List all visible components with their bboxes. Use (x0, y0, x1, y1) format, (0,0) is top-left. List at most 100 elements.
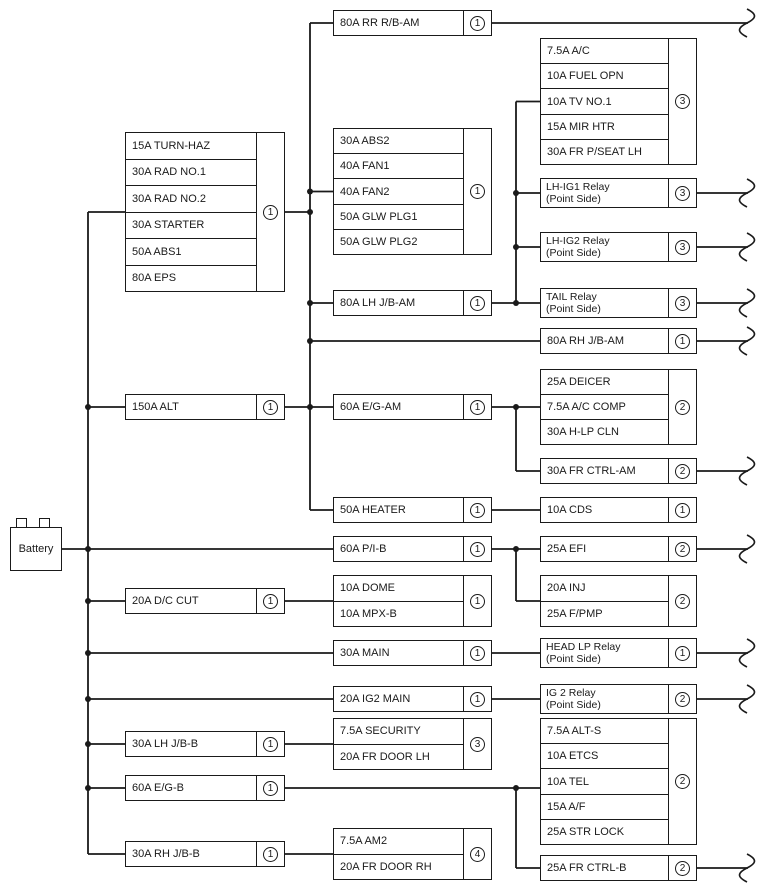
fuse-row: 80A RH J/B-AM (547, 335, 625, 347)
fuse-row: 30A MAIN (340, 647, 390, 659)
fuse-row: 10A DOME (334, 576, 463, 602)
badge-column: 1 (463, 687, 491, 711)
connector-badge: 1 (470, 691, 485, 707)
fuse-row: 30A RAD NO.2 (126, 186, 256, 213)
fuse-row: 80A RR R/B-AM (340, 17, 420, 29)
fuse-box-am2-group: 7.5A AM2 20A FR DOOR RH 4 (333, 828, 492, 880)
badge-column: 1 (256, 842, 284, 866)
wire-lines (62, 22, 748, 869)
fuse-row: 30A FR CTRL-AM (547, 465, 636, 477)
badge-column: 1 (256, 395, 284, 419)
badge-column: 2 (668, 370, 696, 444)
connector-badge: 1 (470, 593, 485, 609)
connector-badge: 1 (470, 502, 485, 518)
fuse-box-rh-jb-am: 80A RH J/B-AM 1 (540, 328, 697, 354)
fuse-row: 40A FAN2 (334, 179, 463, 205)
fuse-row: 7.5A A/C (541, 39, 668, 65)
fuse-row: 20A INJ (541, 576, 668, 602)
fuse-box-rr-rb-am: 80A RR R/B-AM 1 (333, 10, 492, 36)
connector-badge: 3 (675, 295, 690, 311)
relay-box-ig2: IG 2 Relay (Point Side) 2 (540, 684, 697, 714)
fuse-box-eg-am: 60A E/G-AM 1 (333, 394, 492, 420)
fuse-row: 10A TV NO.1 (541, 89, 668, 115)
fuse-box-abs-fan-group: 30A ABS2 40A FAN1 40A FAN2 50A GLW PLG1 … (333, 128, 492, 255)
fuse-row: 50A GLW PLG2 (340, 235, 418, 248)
connector-badge: 1 (470, 295, 485, 311)
fuse-box-eg-b: 60A E/G-B 1 (125, 775, 285, 801)
fuse-row: 50A ABS1 (126, 239, 256, 266)
relay-box-tail: TAIL Relay (Point Side) 3 (540, 288, 697, 318)
battery-label: Battery (10, 527, 62, 571)
fuse-row: 10A CDS (547, 504, 593, 516)
fuse-box-pi-b: 60A P/I-B 1 (333, 536, 492, 562)
connector-badge: 1 (263, 399, 278, 415)
connector-badge: 3 (470, 736, 485, 752)
fuse-box-main: 30A MAIN 1 (333, 640, 492, 666)
relay-name: TAIL Relay (546, 290, 597, 303)
break-symbols (738, 8, 756, 883)
relay-box-lh-ig1: LH-IG1 Relay (Point Side) 3 (540, 178, 697, 208)
fuse-row: 7.5A ALT-S (541, 719, 668, 745)
connector-badge: 1 (675, 645, 690, 661)
fuse-row: 150A ALT (132, 401, 179, 413)
relay-subtitle: (Point Side) (546, 193, 601, 205)
fuse-box-ig2-main: 20A IG2 MAIN 1 (333, 686, 492, 712)
badge-column: 1 (463, 129, 491, 254)
fuse-row: 7.5A SECURITY (334, 719, 463, 745)
badge-column: 2 (668, 685, 696, 713)
connector-badge: 1 (470, 541, 485, 557)
connector-badge: 2 (675, 774, 690, 789)
relay-name: LH-IG2 Relay (546, 234, 610, 247)
connector-badge: 2 (675, 541, 690, 557)
fuse-box-heater: 50A HEATER 1 (333, 497, 492, 523)
fuse-row: 30A FR P/SEAT LH (547, 145, 642, 158)
fuse-box-dc-cut: 20A D/C CUT 1 (125, 588, 285, 614)
fuse-box-efi: 25A EFI 2 (540, 536, 697, 562)
fuse-box-cds: 10A CDS 1 (540, 497, 697, 523)
fuse-row: 30A LH J/B-B (132, 738, 199, 750)
badge-column: 3 (668, 233, 696, 261)
fuse-row: 10A TEL (541, 769, 668, 795)
fuse-row: 15A TURN-HAZ (126, 133, 256, 160)
badge-column: 2 (668, 459, 696, 483)
relay-box-head-lp: HEAD LP Relay (Point Side) 1 (540, 638, 697, 668)
connector-badge: 1 (263, 204, 278, 220)
fuse-row: 20A FR DOOR LH (340, 750, 430, 763)
relay-subtitle: (Point Side) (546, 653, 601, 665)
connector-badge: 1 (470, 399, 485, 415)
badge-column: 1 (463, 291, 491, 315)
fuse-box-alts-group: 7.5A ALT-S 10A ETCS 10A TEL 15A A/F 25A … (540, 718, 697, 845)
relay-name: LH-IG1 Relay (546, 180, 610, 193)
connector-badge: 1 (470, 184, 485, 199)
badge-column: 2 (668, 537, 696, 561)
badge-column: 3 (668, 289, 696, 317)
relay-subtitle: (Point Side) (546, 303, 601, 315)
badge-column: 1 (668, 639, 696, 667)
fuse-row: 30A ABS2 (334, 129, 463, 155)
fuse-row: 20A FR DOOR RH (340, 860, 432, 873)
fuse-box-dome-group: 10A DOME 10A MPX-B 1 (333, 575, 492, 627)
connector-badge: 4 (470, 846, 485, 862)
fuse-row: 30A RAD NO.1 (126, 160, 256, 186)
fuse-box-fr-ctrl-am: 30A FR CTRL-AM 2 (540, 458, 697, 484)
badge-column: 1 (463, 537, 491, 561)
badge-column: 1 (668, 329, 696, 353)
fuse-row: 10A ETCS (541, 744, 668, 770)
fuse-row: 40A FAN1 (334, 154, 463, 180)
connector-badge: 2 (675, 399, 690, 415)
badge-column: 1 (256, 133, 284, 291)
relay-box-lh-ig2: LH-IG2 Relay (Point Side) 3 (540, 232, 697, 262)
fuse-row: 60A P/I-B (340, 543, 387, 555)
fuse-row: 10A FUEL OPN (541, 64, 668, 90)
badge-column: 1 (256, 589, 284, 613)
fuse-row: 20A D/C CUT (132, 595, 199, 607)
relay-subtitle: (Point Side) (546, 247, 601, 259)
fuse-row: 15A A/F (541, 795, 668, 820)
badge-column: 1 (463, 576, 491, 626)
connector-badge: 3 (675, 94, 690, 109)
fuse-row: 30A H-LP CLN (547, 426, 619, 438)
connector-badge: 1 (470, 15, 485, 31)
fuse-row: 80A EPS (132, 272, 177, 285)
fuse-box-fr-ctrl-b: 25A FR CTRL-B 2 (540, 855, 697, 881)
